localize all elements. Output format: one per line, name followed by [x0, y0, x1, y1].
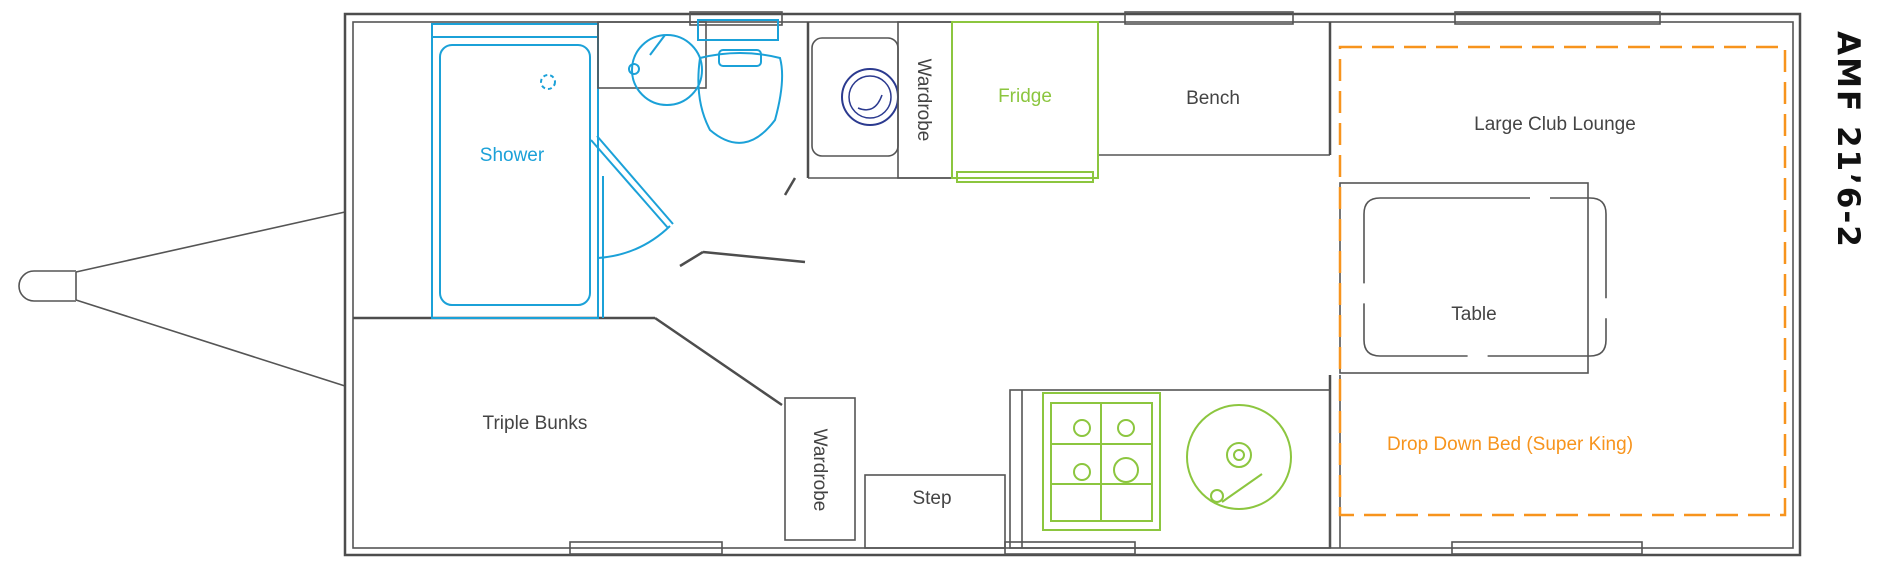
- drop-down-bed-outline: [1338, 45, 1787, 517]
- shower-label: Shower: [480, 145, 545, 166]
- wardrobe-top-label: Wardrobe: [913, 59, 934, 142]
- table-label: Table: [1451, 304, 1496, 325]
- bench-label: Bench: [1186, 88, 1240, 109]
- toilet: [697, 19, 784, 144]
- table: [1339, 182, 1607, 374]
- kitchen-sink: [1186, 404, 1292, 510]
- kitchen-bench: [1009, 389, 1331, 549]
- drop-down-bed-label: Drop Down Bed (Super King): [1387, 434, 1633, 455]
- triple-bunks-label: Triple Bunks: [483, 413, 588, 434]
- washing-machine: [811, 37, 899, 157]
- fridge-label: Fridge: [998, 86, 1052, 107]
- model-title: AMF 21’6-2: [1830, 31, 1866, 249]
- basin: [597, 21, 707, 106]
- lounge-label: Large Club Lounge: [1474, 114, 1636, 135]
- windows: [569, 11, 1661, 555]
- cooktop: [1042, 392, 1161, 531]
- fridge: [951, 21, 1099, 183]
- outer-walls: [343, 12, 1802, 557]
- entry-step: [864, 474, 1006, 549]
- tow-hitch: [18, 211, 346, 387]
- step-label: Step: [912, 488, 951, 509]
- wardrobe-bottom-label: Wardrobe: [809, 429, 830, 512]
- shower: [431, 23, 674, 319]
- wardrobe-bottom: [784, 397, 856, 541]
